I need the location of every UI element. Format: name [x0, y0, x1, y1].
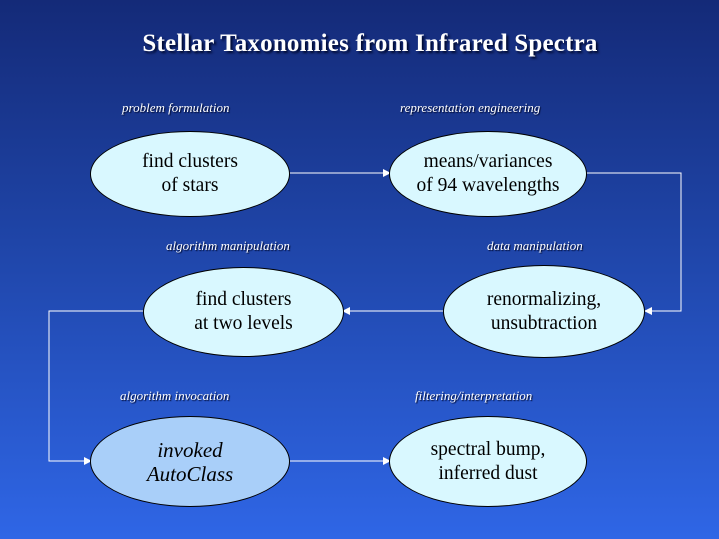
node-line: find clusters: [142, 151, 238, 172]
arrow-representation-to-data: [586, 172, 682, 315]
stage-label-data-manipulation: data manipulation: [487, 238, 583, 253]
node-line: of 94 wavelengths: [416, 175, 560, 196]
node-line: means/variances: [423, 151, 553, 172]
node-line: spectral bump,: [430, 438, 546, 460]
stage-label-representation-engineering: representation engineering: [400, 100, 541, 115]
node-line: unsubtraction: [490, 312, 598, 334]
node-line: renormalizing,: [486, 288, 602, 310]
node-line: inferred dust: [438, 462, 538, 484]
node-invoked-autoclass: invoked AutoClass: [90, 416, 290, 507]
node-spectral-bump: spectral bump, inferred dust: [389, 416, 587, 507]
node-renormalizing: renormalizing, unsubtraction: [443, 265, 645, 358]
node-find-clusters-two-levels: find clusters at two levels: [143, 267, 344, 357]
stage-label-algorithm-invocation: algorithm invocation: [120, 388, 230, 403]
stage-label-filtering-interpretation: filtering/interpretation: [415, 388, 533, 403]
node-means-variances: means/variances of 94 wavelengths: [389, 131, 587, 217]
arrow-algorithm-to-invocation: [48, 310, 144, 465]
node-line: find clusters: [195, 289, 292, 310]
stage-label-algorithm-manipulation: algorithm manipulation: [166, 238, 290, 253]
slide-title: Stellar Taxonomies from Infrared Spectra: [142, 30, 598, 57]
node-line: at two levels: [194, 313, 293, 334]
stage-label-problem-formulation: problem formulation: [122, 100, 230, 115]
node-line: of stars: [161, 175, 219, 196]
node-find-clusters-of-stars: find clusters of stars: [90, 131, 290, 217]
node-line: AutoClass: [146, 461, 234, 486]
node-line: invoked: [157, 437, 223, 462]
